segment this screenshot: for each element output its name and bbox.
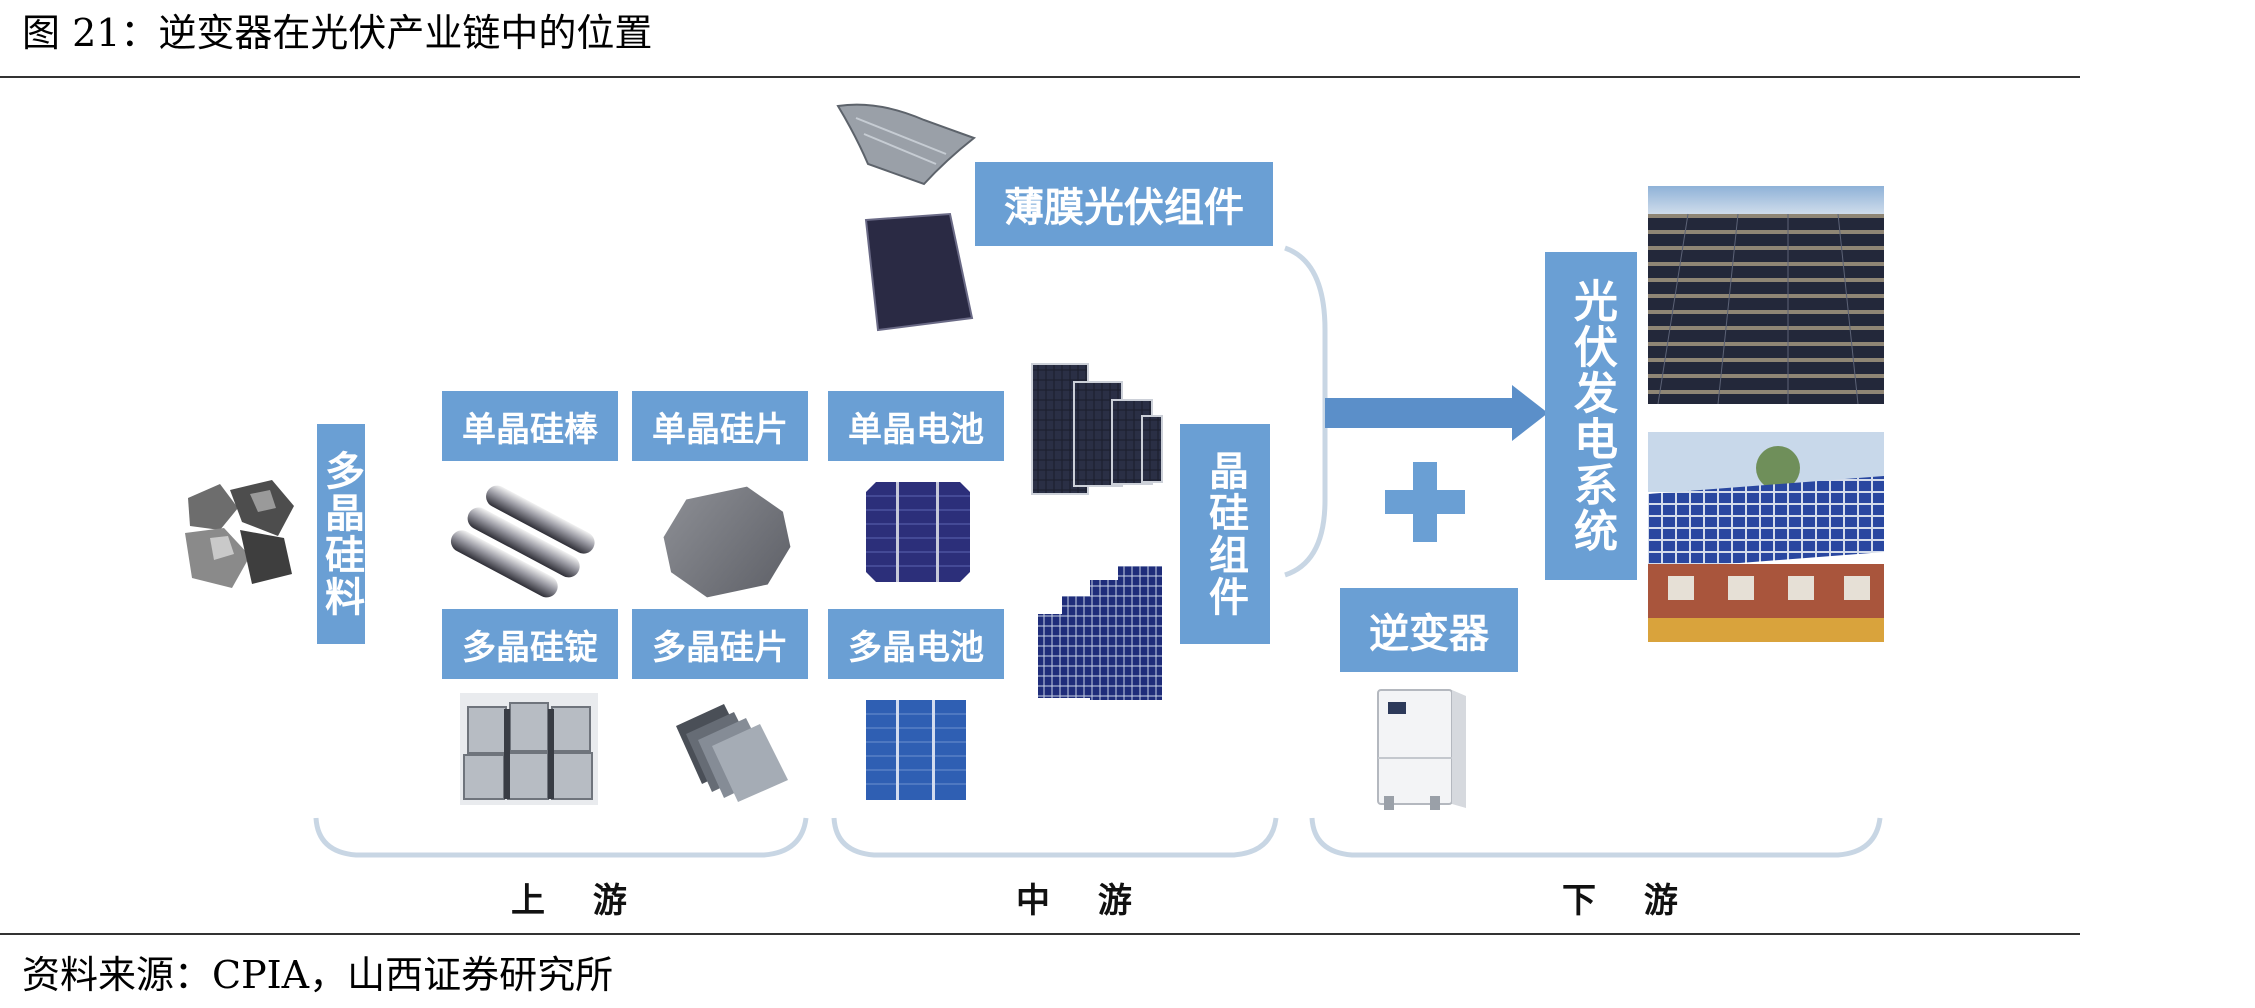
thin-film-flexible-image xyxy=(828,98,978,193)
merge-bracket xyxy=(1285,248,1325,575)
node-poly-ingot: 多晶硅锭 xyxy=(442,609,618,679)
midstream-brace xyxy=(834,818,1276,855)
node-thin-film: 薄膜光伏组件 xyxy=(975,162,1273,246)
stage-downstream-label: 下 游 xyxy=(1562,873,1696,922)
polysilicon-chunks-image xyxy=(180,478,300,593)
node-pv-system: 光伏发电系统 xyxy=(1545,252,1637,580)
poly-wafer-image xyxy=(666,700,796,802)
upstream-brace xyxy=(316,818,806,855)
stage-midstream-label: 中 游 xyxy=(1016,873,1150,922)
plus-sign-icon xyxy=(1385,462,1465,542)
poly-ingot-image xyxy=(460,693,598,805)
node-poly-wafer: 多晶硅片 xyxy=(632,609,808,679)
flow-arrow xyxy=(1325,385,1548,441)
mono-wafer-image xyxy=(662,484,792,596)
mono-module-image xyxy=(1030,360,1165,500)
rooftop-solar-image xyxy=(1648,432,1884,642)
poly-module-image xyxy=(1036,566,1166,702)
solar-farm-image xyxy=(1648,186,1884,404)
node-mono-wafer: 单晶硅片 xyxy=(632,391,808,461)
node-mono-rod: 单晶硅棒 xyxy=(442,391,618,461)
node-mono-cell: 单晶电池 xyxy=(828,391,1004,461)
node-crystalline-module: 晶硅组件 xyxy=(1180,424,1270,644)
thin-film-panel-image xyxy=(858,214,978,332)
node-polysilicon: 多晶硅料 xyxy=(317,424,365,644)
poly-cell-image xyxy=(866,700,966,800)
node-inverter: 逆变器 xyxy=(1340,588,1518,672)
node-poly-cell: 多晶电池 xyxy=(828,609,1004,679)
stage-upstream-label: 上 游 xyxy=(511,873,645,922)
bottom-rule xyxy=(0,933,2080,935)
inverter-device-image xyxy=(1374,688,1468,810)
mono-cell-image xyxy=(866,482,970,582)
figure-source: 资料来源：CPIA，山西证券研究所 xyxy=(22,944,613,999)
downstream-brace xyxy=(1312,818,1880,855)
mono-rod-image xyxy=(458,488,600,598)
